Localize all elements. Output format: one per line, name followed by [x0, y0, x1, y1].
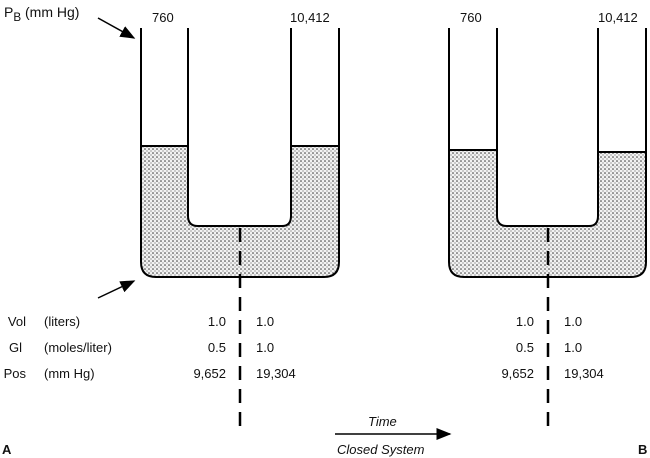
b-pos-left: 9,652: [501, 366, 534, 381]
a-pos-left: 9,652: [193, 366, 226, 381]
b-gl-right: 1.0: [564, 340, 583, 355]
pressure-b-left: 760: [460, 10, 482, 25]
a-gl-left: 0.5: [207, 340, 226, 355]
a-gl-right: 1.0: [256, 340, 275, 355]
pressure-a-left: 760: [152, 10, 174, 25]
row-gl-label: Gl: [9, 340, 22, 355]
a-vol-left: 1.0: [207, 314, 226, 329]
row-pos-unit: (mm Hg): [44, 366, 95, 381]
row-gl-unit: (moles/liter): [44, 340, 112, 355]
fluid-b: [449, 150, 646, 277]
panel-a-letter: A: [2, 442, 12, 457]
closed-system-label: Closed System: [337, 442, 425, 457]
a-pos-right: 19,304: [256, 366, 296, 381]
row-pos-label: Pos: [3, 366, 26, 381]
b-pos-right: 19,304: [564, 366, 604, 381]
pressure-arrow: [97, 17, 136, 39]
pressure-a-right: 10,412: [290, 10, 330, 25]
b-vol-left: 1.0: [515, 314, 534, 329]
row-vol-unit: (liters): [44, 314, 81, 329]
fluid-a: [141, 146, 339, 277]
b-vol-right: 1.0: [564, 314, 583, 329]
time-label: Time: [368, 414, 397, 429]
pressure-unit: (mm Hg): [25, 4, 80, 20]
membrane-arrow: [97, 280, 136, 299]
pressure-symbol: P: [4, 4, 14, 20]
b-gl-left: 0.5: [515, 340, 534, 355]
panel-b-letter: B: [638, 442, 648, 457]
pressure-label: PB (mm Hg): [4, 4, 79, 24]
pressure-b-right: 10,412: [598, 10, 638, 25]
a-vol-right: 1.0: [256, 314, 275, 329]
row-vol-label: Vol: [7, 314, 26, 329]
pressure-subscript: B: [13, 10, 22, 24]
